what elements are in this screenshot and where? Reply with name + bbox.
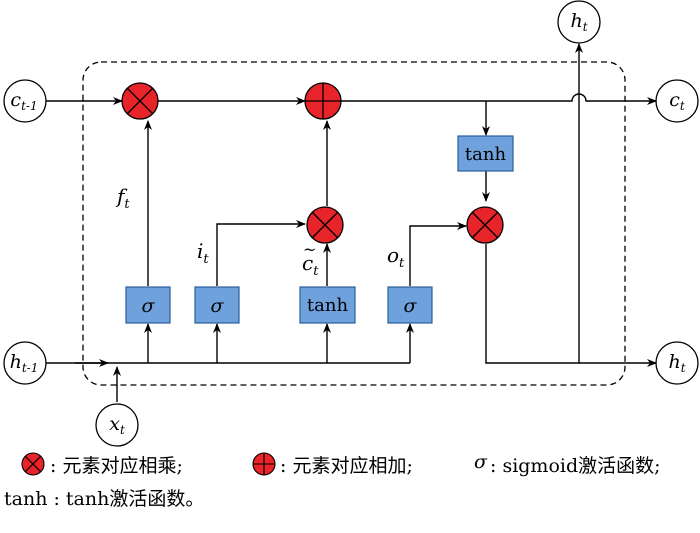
svg-text:ct: ct xyxy=(669,89,685,113)
svg-text:σ: σ xyxy=(211,295,225,317)
output-gate-label: ot xyxy=(387,243,405,271)
node-h-prev: ht-1 xyxy=(3,341,47,385)
sigma-box-input: σ xyxy=(194,286,240,324)
svg-text:ht-1: ht-1 xyxy=(10,351,39,375)
input-gate-label: it xyxy=(197,239,209,267)
svg-text:tanh: tanh xyxy=(465,144,507,165)
connections xyxy=(46,43,657,402)
node-h-out-right: ht xyxy=(655,341,699,385)
sigma-box-forget: σ xyxy=(125,286,171,324)
legend-add-icon xyxy=(252,452,276,476)
legend-multiply-text: : 元素对应相乘; xyxy=(50,455,183,477)
forget-gate-label: ft xyxy=(115,184,130,212)
svg-text:ct-1: ct-1 xyxy=(10,89,37,113)
svg-text:~: ~ xyxy=(303,240,316,259)
sigma-box-output: σ xyxy=(387,286,433,324)
node-c-out: ct xyxy=(655,79,699,123)
node-h-out-top: ht xyxy=(557,0,601,44)
tanh-box-cell: tanh xyxy=(457,135,514,172)
svg-text:ht: ht xyxy=(570,10,587,34)
svg-text:xt: xt xyxy=(109,413,125,437)
node-c-prev: ct-1 xyxy=(3,79,47,123)
candidate-label: ~ ct xyxy=(302,240,319,279)
legend-multiply-icon xyxy=(21,452,45,476)
legend-sigma-symbol: σ xyxy=(474,451,487,473)
legend-tanh-text: tanh : tanh激活函数。 xyxy=(4,488,205,510)
node-x-in: xt xyxy=(95,403,139,447)
svg-text:σ: σ xyxy=(404,295,418,317)
legend-add-text: : 元素对应相加; xyxy=(280,455,413,477)
multiply-operator-forget xyxy=(121,82,159,120)
cell-boundary xyxy=(82,61,626,386)
svg-text:ct: ct xyxy=(302,251,319,279)
svg-text:σ: σ xyxy=(142,295,156,317)
multiply-operator-input xyxy=(306,206,344,244)
legend-sigma-text: : sigmoid激活函数; xyxy=(490,455,661,477)
svg-text:ht: ht xyxy=(668,351,685,375)
add-operator-cell xyxy=(304,82,342,120)
svg-text:tanh: tanh xyxy=(307,295,349,316)
tanh-box-candidate: tanh xyxy=(299,286,356,324)
legend-line-2: tanh : tanh激活函数。 xyxy=(4,484,204,511)
multiply-operator-output xyxy=(466,206,504,244)
